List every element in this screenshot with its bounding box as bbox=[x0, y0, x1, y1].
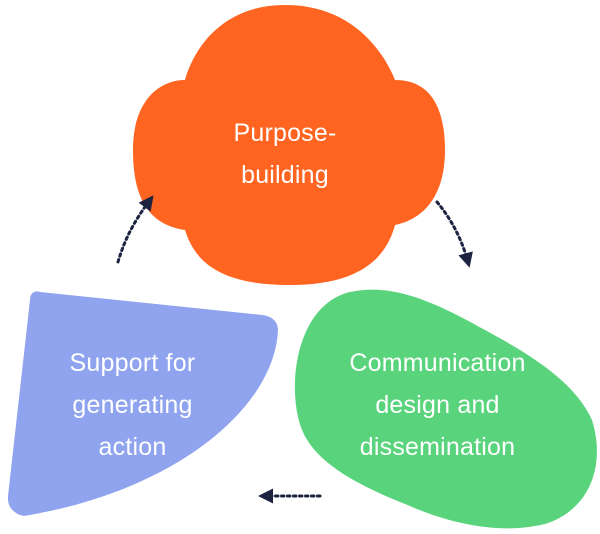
purpose-building-label-line: Purpose- bbox=[233, 119, 337, 147]
arrow-support-to-purpose bbox=[116, 195, 154, 264]
communication-label-line: dissemination bbox=[359, 433, 516, 461]
support-label: Support for generating action bbox=[20, 342, 245, 468]
support-label-line: generating bbox=[72, 391, 193, 419]
purpose-building-shape bbox=[133, 5, 445, 285]
purpose-building-label: Purpose- building bbox=[185, 112, 385, 196]
purpose-building-label-line: building bbox=[241, 161, 329, 189]
support-label-line: action bbox=[98, 433, 167, 461]
arrow-purpose-to-communication bbox=[435, 200, 473, 268]
communication-shape bbox=[294, 289, 597, 529]
support-label-line: Support for bbox=[69, 349, 196, 377]
communication-label: Communication design and dissemination bbox=[305, 342, 570, 468]
support-shape bbox=[7, 291, 278, 516]
communication-label-line: Communication bbox=[349, 349, 526, 377]
communication-label-line: design and bbox=[375, 391, 500, 419]
